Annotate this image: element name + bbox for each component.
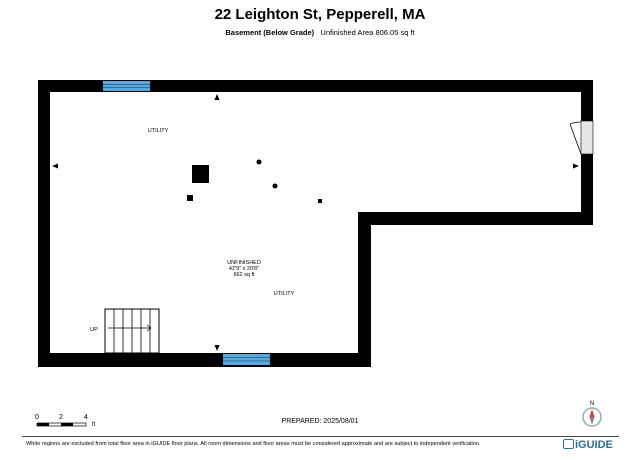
post-dot bbox=[272, 183, 278, 189]
scale-tick-label: 4 bbox=[84, 414, 88, 421]
arrow-left-icon bbox=[52, 163, 58, 169]
scale-unit: ft bbox=[92, 422, 96, 428]
footer-divider bbox=[22, 436, 619, 437]
door-leaf bbox=[580, 120, 594, 155]
window-bottom bbox=[223, 354, 270, 365]
floorplan-title: 22 Leighton St, Pepperell, MA bbox=[214, 6, 426, 23]
logo-text: iGUIDE bbox=[575, 439, 613, 451]
room-label-utility: UTILITY bbox=[274, 291, 295, 297]
column-small bbox=[318, 199, 322, 203]
floor-level-line: Basement (Below Grade) Unfinished Area 8… bbox=[0, 28, 640, 37]
column-small bbox=[187, 195, 193, 201]
compass-north-label: N bbox=[590, 401, 594, 407]
logo-box-icon bbox=[563, 439, 574, 449]
arrow-down-icon bbox=[214, 345, 220, 351]
arrow-right-icon bbox=[573, 163, 579, 169]
scale-tick-label: 2 bbox=[59, 414, 63, 421]
arrow-up-icon bbox=[214, 94, 220, 100]
disclaimer-text: White regions are excluded from total fl… bbox=[26, 441, 481, 447]
room-area: 662 sq ft bbox=[233, 272, 255, 278]
room-label-utility: UTILITY bbox=[148, 128, 169, 134]
scale-tick-label: 0 bbox=[35, 414, 39, 421]
room-dimensions: 42'9" x 20'8" bbox=[229, 266, 259, 272]
scale-bar: 0 2 4 ft bbox=[35, 414, 96, 428]
room-label-unfinished: UNFINISHED bbox=[227, 260, 261, 266]
post-dot bbox=[256, 159, 262, 165]
exterior-walls bbox=[38, 80, 593, 367]
stairs bbox=[104, 308, 160, 354]
floor-level-label: Basement (Below Grade) bbox=[225, 28, 315, 37]
iguide-logo: iGUIDE bbox=[563, 439, 613, 451]
floor-area-text: Unfinished Area 806.05 sq ft bbox=[320, 28, 415, 37]
stairs-label: UP bbox=[90, 327, 98, 333]
compass-icon: N bbox=[582, 401, 602, 427]
prepared-date: PREPARED: 2025/08/01 bbox=[281, 418, 359, 425]
column-large bbox=[192, 165, 209, 183]
window-top bbox=[103, 81, 150, 91]
